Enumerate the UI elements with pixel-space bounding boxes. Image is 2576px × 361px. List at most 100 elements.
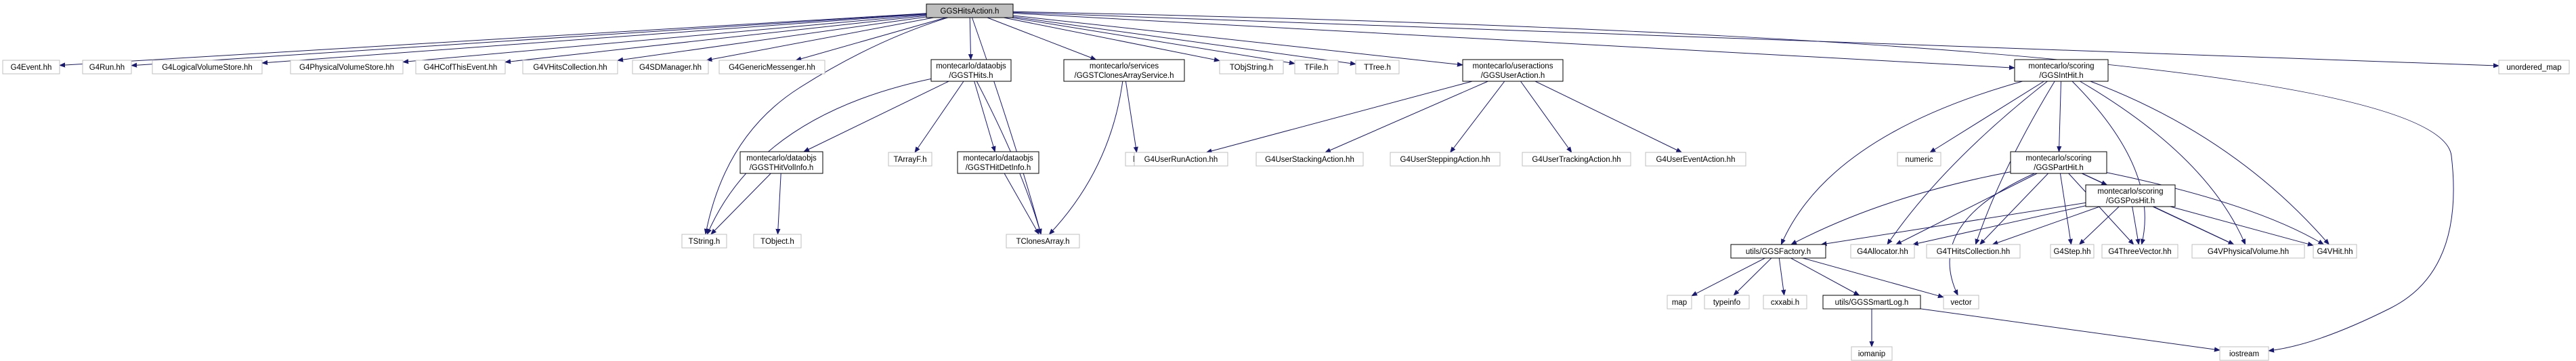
node-box bbox=[957, 151, 1039, 174]
node-label: montecarlo/services bbox=[1090, 62, 1159, 70]
node-tclonesarray[interactable]: TClonesArray.h bbox=[1006, 234, 1080, 249]
node-ggsthitvolinfo[interactable]: montecarlo/dataobjs/GGSTHitVolInfo.h bbox=[739, 151, 823, 174]
node-box bbox=[2101, 244, 2178, 259]
node-g4usereventaction[interactable]: G4UserEventAction.hh bbox=[1645, 152, 1746, 167]
dependency-edges bbox=[59, 11, 2499, 353]
node-g4genericmessenger[interactable]: G4GenericMessenger.hh bbox=[718, 60, 825, 75]
edge-ggsuseraction-to-g4usertrackingaction bbox=[1520, 81, 1572, 153]
node-g4vhitscollection[interactable]: G4VHitsCollection.hh bbox=[522, 60, 618, 75]
node-label: G4UserStackingAction.hh bbox=[1265, 156, 1354, 164]
node-box bbox=[1763, 295, 1807, 310]
node-label: /GGSPosHit.h bbox=[2106, 197, 2155, 205]
node-map[interactable]: map bbox=[1667, 295, 1692, 310]
node-g4step[interactable]: G4Step.hh bbox=[2050, 244, 2095, 259]
node-iostream[interactable]: iostream bbox=[2219, 346, 2269, 361]
node-ggsparthit[interactable]: montecarlo/scoring/GGSPartHit.h bbox=[2010, 151, 2107, 174]
node-box bbox=[2498, 60, 2570, 75]
node-box bbox=[1645, 152, 1746, 167]
node-label: montecarlo/scoring bbox=[2097, 188, 2163, 196]
node-g4run[interactable]: G4Run.hh bbox=[82, 60, 132, 75]
node-label: montecarlo/dataobjs bbox=[936, 62, 1006, 70]
node-box bbox=[1943, 295, 1979, 310]
node-label: G4VHitsCollection.hh bbox=[533, 64, 607, 72]
edge-ggsposhit-to-ggsfactory bbox=[1820, 202, 2086, 247]
node-g4threevector[interactable]: G4ThreeVector.hh bbox=[2101, 244, 2178, 259]
edge-ggsposhit-to-g4threevector bbox=[2132, 206, 2141, 245]
edge-ggsparthit-to-g4vhit bbox=[2106, 172, 2325, 245]
edge-root-to-ttree bbox=[1012, 16, 1356, 66]
node-g4thitscollection[interactable]: G4THitsCollection.hh bbox=[1926, 244, 2021, 259]
node-ggsinthit[interactable]: montecarlo/scoring/GGSIntHit.h bbox=[2014, 59, 2109, 82]
edge-root-to-tstring bbox=[704, 17, 948, 235]
node-box bbox=[1355, 60, 1400, 75]
edge-ggsinthit-to-g4vhit bbox=[2090, 81, 2330, 245]
node-box bbox=[718, 60, 825, 75]
node-g4vhit[interactable]: G4VHit.hh bbox=[2313, 244, 2357, 259]
node-g4usersteppingaction[interactable]: G4UserSteppingAction.hh bbox=[1390, 152, 1501, 167]
node-g4pvs[interactable]: G4PhysicalVolumeStore.hh bbox=[290, 60, 404, 75]
node-vector[interactable]: vector bbox=[1943, 295, 1979, 310]
edge-ggsthits-to-ggsthitdetinfo bbox=[974, 81, 996, 152]
edge-ggsthits-to-ggsthitvolinfo bbox=[803, 81, 949, 152]
node-label: G4ThreeVector.hh bbox=[2108, 248, 2171, 256]
node-box bbox=[1134, 152, 1228, 167]
node-label: iomanip bbox=[1858, 350, 1885, 358]
edge-ggsinthit-to-g4threevector bbox=[2071, 81, 2145, 245]
node-g4event[interactable]: G4Event.hh bbox=[2, 60, 60, 75]
edge-ggsfactory-to-ggssmartlog bbox=[1790, 257, 1860, 296]
node-box bbox=[1219, 60, 1284, 75]
node-ggsuseraction[interactable]: montecarlo/useractions/GGSUserAction.h bbox=[1462, 59, 1564, 82]
node-label: G4Allocator.hh bbox=[1857, 248, 1908, 256]
edge-root-to-tclonesarray bbox=[972, 17, 1042, 235]
node-g4allocator[interactable]: G4Allocator.hh bbox=[1850, 244, 1915, 259]
node-box bbox=[290, 60, 404, 75]
edge-root-to-g4event bbox=[59, 13, 927, 68]
edge-ggsinthit-to-ggsparthit bbox=[2057, 81, 2062, 152]
node-cxxabi[interactable]: cxxabi.h bbox=[1763, 295, 1807, 310]
node-label: /GGSIntHit.h bbox=[2039, 72, 2083, 80]
node-ttree[interactable]: TTree.h bbox=[1355, 60, 1400, 75]
edge-ggsfactory-to-typeinfo bbox=[1733, 257, 1772, 296]
node-g4lvs[interactable]: G4LogicalVolumeStore.hh bbox=[152, 60, 263, 75]
node-ggsthits[interactable]: montecarlo/dataobjs/GGSTHits.h bbox=[930, 59, 1012, 82]
node-g4hcofthisevent[interactable]: G4HCofThisEvent.hh bbox=[415, 60, 506, 75]
edge-ggsuseraction-to-g4usereventaction bbox=[1534, 81, 1683, 153]
node-label: cxxabi.h bbox=[1771, 299, 1799, 307]
node-ggsposhit[interactable]: montecarlo/scoring/GGSPosHit.h bbox=[2085, 184, 2176, 207]
node-box bbox=[1006, 234, 1080, 249]
node-box bbox=[2219, 346, 2269, 361]
node-iomanip[interactable]: iomanip bbox=[1851, 346, 1893, 361]
node-ggstclonesarrayservice[interactable]: montecarlo/services/GGSTClonesArrayServi… bbox=[1063, 59, 1185, 82]
node-ggsthitdetinfo[interactable]: montecarlo/dataobjs/GGSTHitDetInfo.h bbox=[957, 151, 1039, 174]
node-unordered_map[interactable]: unordered_map bbox=[2498, 60, 2570, 75]
node-tstring[interactable]: TString.h bbox=[681, 234, 727, 249]
node-typeinfo[interactable]: typeinfo bbox=[1704, 295, 1750, 310]
edge-ggssmartlog-to-iostream bbox=[1920, 308, 2220, 352]
node-g4userstackingaction[interactable]: G4UserStackingAction.hh bbox=[1255, 152, 1364, 167]
node-label: TString.h bbox=[689, 238, 721, 246]
node-tfile[interactable]: TFile.h bbox=[1294, 60, 1339, 75]
node-tobjstring[interactable]: TObjString.h bbox=[1219, 60, 1284, 75]
node-box bbox=[930, 59, 1012, 82]
node-numeric[interactable]: numeric bbox=[1897, 152, 1941, 167]
edge-ggsthits-to-tarrayf bbox=[914, 81, 964, 153]
node-ggsfactory[interactable]: utils/GGSFactory.h bbox=[1730, 244, 1826, 259]
node-tobject[interactable]: TObject.h bbox=[753, 234, 802, 249]
edge-ggstclonesarrayservice-to-tclonesarray bbox=[1048, 81, 1123, 235]
node-box bbox=[1822, 295, 1921, 310]
node-ggssmartlog[interactable]: utils/GGSSmartLog.h bbox=[1822, 295, 1921, 310]
node-tarrayf[interactable]: TArrayF.h bbox=[888, 152, 932, 167]
node-box bbox=[753, 234, 802, 249]
node-box bbox=[1850, 244, 1915, 259]
edge-ggsinthit-to-g4allocator bbox=[1887, 81, 2048, 245]
node-g4userrunaction[interactable]: G4UserRunAction.hh bbox=[1134, 152, 1228, 167]
node-g4vphysicalvolume[interactable]: G4VPhysicalVolume.hh bbox=[2191, 244, 2305, 259]
node-label: numeric bbox=[1906, 156, 1933, 164]
node-g4sdmanager[interactable]: G4SDManager.hh bbox=[632, 60, 709, 75]
node-g4usertrackingaction[interactable]: G4UserTrackingAction.hh bbox=[1522, 152, 1631, 167]
node-box bbox=[1851, 346, 1893, 361]
node-box bbox=[1926, 244, 2021, 259]
node-box bbox=[2191, 244, 2305, 259]
node-label: G4Step.hh bbox=[2054, 248, 2091, 256]
